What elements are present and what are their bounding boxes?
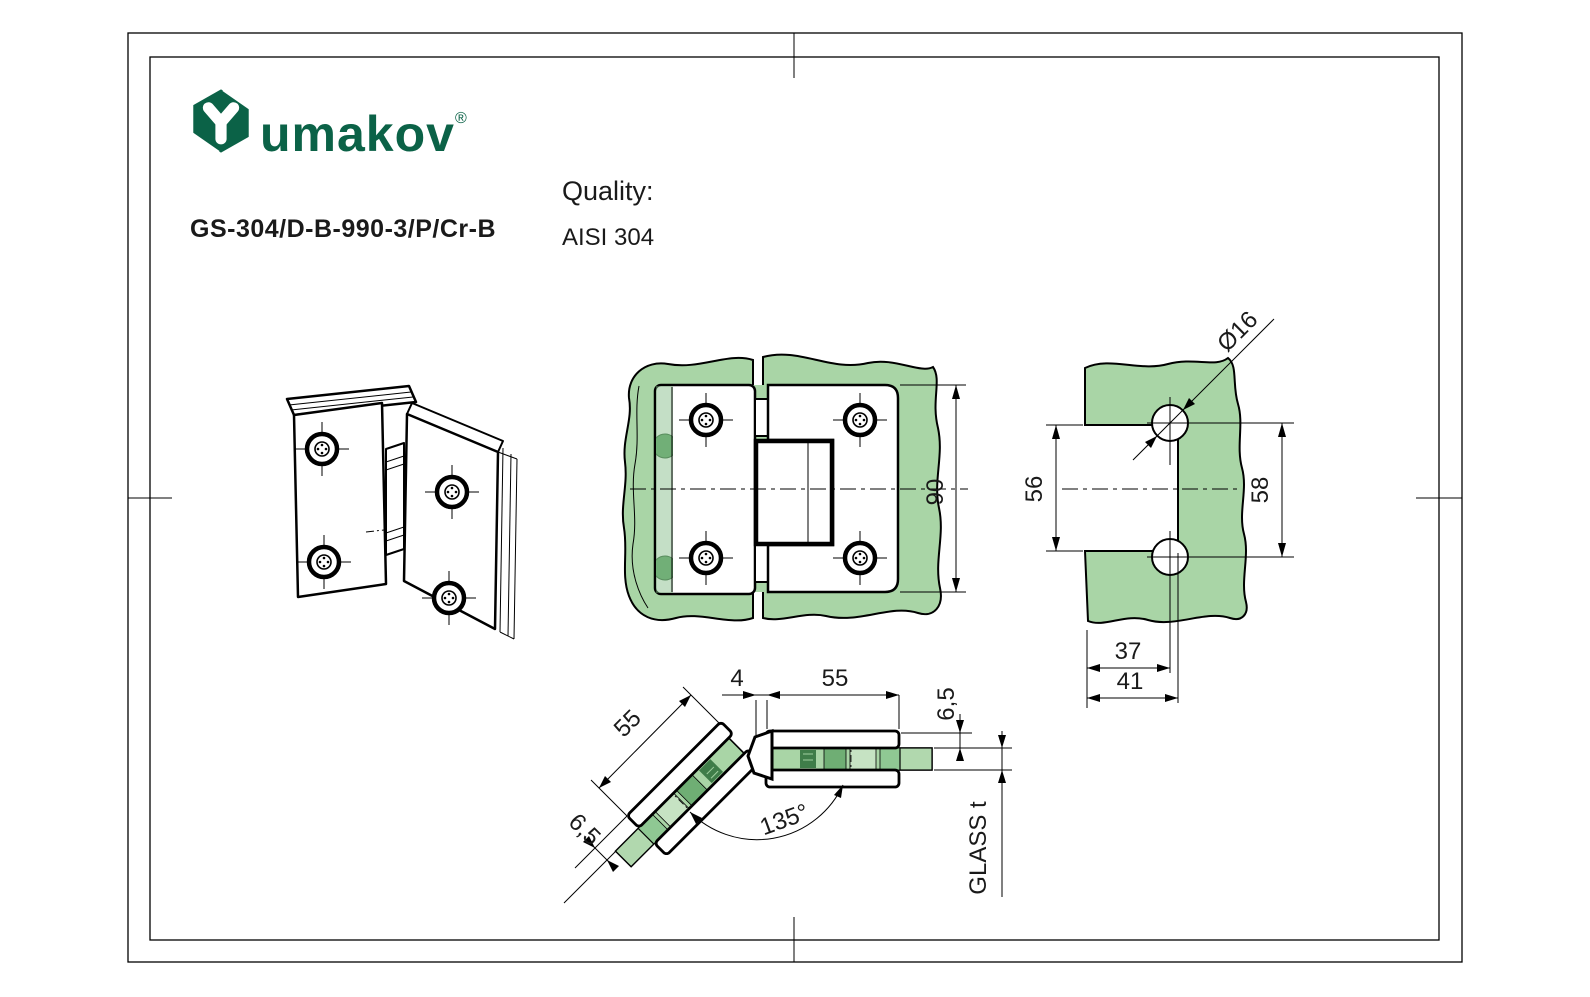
glass-panel — [1083, 356, 1248, 624]
dim-cutout-height-label: 56 — [1021, 476, 1048, 503]
dim-edge-to-cutout-label: 41 — [1117, 668, 1144, 695]
dimension-90: 90 — [900, 384, 966, 593]
dimension-offset-right: 6,5 — [901, 687, 1012, 761]
dim-glass-offset-left-label: 6,5 — [563, 808, 606, 851]
dim-height-label: 90 — [922, 479, 949, 506]
brand-hexagon-icon — [190, 87, 252, 155]
isometric-view — [285, 384, 518, 640]
registered-mark: ® — [454, 110, 468, 127]
dimension-offset-left: 6,5 — [563, 808, 628, 904]
glass-edge-lines — [497, 447, 518, 640]
hinge-arm-right — [764, 729, 934, 789]
dimension-37: 37 — [1086, 583, 1171, 708]
product-code: GS-304/D-B-990-3/P/Cr-B — [190, 215, 497, 243]
hinge-pivot — [746, 728, 774, 782]
dimension-56: 56 — [1021, 424, 1083, 552]
hinge-arm-left — [602, 720, 762, 881]
hinge-tongue — [753, 438, 835, 547]
dim-leaf-left-label: 55 — [609, 705, 647, 743]
dim-hole-diameter-label: Ø16 — [1212, 306, 1263, 357]
section-view: 4 55 6,5 GLASS t — [563, 665, 1012, 904]
dim-opening-angle-label: 135° — [756, 799, 812, 841]
glass-prep-view: 56 58 Ø16 37 — [1021, 306, 1294, 708]
quality-value: AISI 304 — [562, 224, 655, 251]
dim-edge-to-hole-label: 37 — [1115, 638, 1142, 665]
sheet-frame — [127, 32, 1463, 963]
dimension-58: 58 — [1190, 422, 1294, 558]
dimension-glass-thickness: GLASS t — [934, 731, 1012, 897]
front-view: 90 — [621, 353, 968, 622]
quality-label: Quality: — [562, 176, 654, 206]
brand-logo: umakov® — [188, 84, 468, 169]
brand-name: umakov® — [260, 106, 468, 162]
dim-leaf-right-label: 55 — [822, 665, 849, 692]
hinge-knuckle — [385, 442, 405, 556]
dimension-41: 41 — [1087, 553, 1179, 703]
dim-hole-pitch-label: 58 — [1247, 477, 1274, 504]
dim-glass-thickness-label: GLASS t — [965, 801, 992, 895]
dimension-4-55: 4 55 — [722, 665, 900, 736]
dim-glass-offset-right-label: 6,5 — [933, 687, 960, 720]
dim-pivot-offset-label: 4 — [730, 665, 743, 692]
